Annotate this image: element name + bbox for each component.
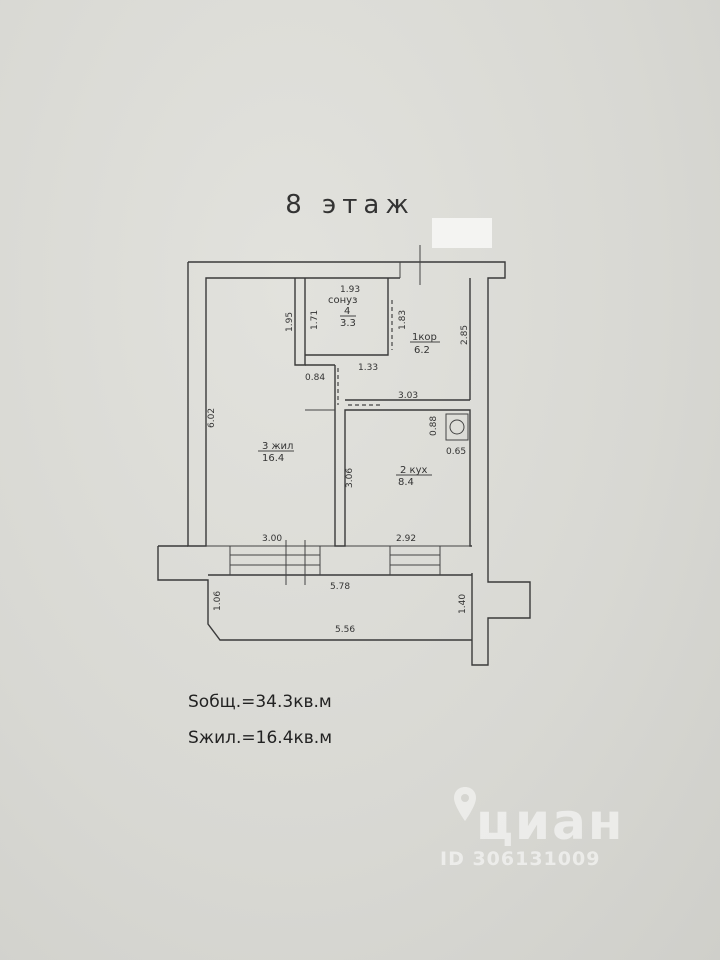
kitchen-name: 2 кух — [400, 465, 427, 476]
dim-kitchen-left: 3.06 — [345, 468, 355, 488]
floor-title: 8 этаж — [285, 190, 415, 220]
dim-kitchen-top: 3.03 — [398, 391, 418, 401]
living-name: 3 жил — [262, 441, 293, 452]
dim-bath-top: 1.93 — [340, 285, 360, 295]
dim-stove-width: 0.65 — [446, 447, 466, 457]
dim-bath-right: 1.83 — [398, 310, 408, 330]
dim-corridor-bottom: 1.33 — [358, 363, 378, 373]
dim-bath-left-inner: 1.71 — [310, 310, 320, 330]
corridor-name: 1кор — [412, 332, 437, 343]
bathroom-area: 3.3 — [340, 318, 356, 329]
living-area: 16.4 — [262, 453, 284, 464]
dim-balcony-top: 5.78 — [330, 582, 350, 592]
dim-living-height: 6.02 — [207, 408, 217, 428]
dim-stove-height: 0.88 — [429, 416, 439, 436]
redaction-block — [432, 218, 492, 248]
watermark-listing-id: ID 306131009 — [440, 848, 601, 870]
dim-balcony-right: 1.40 — [458, 594, 468, 614]
interior-walls — [294, 278, 472, 547]
living-area-text: Sжил.=16.4кв.м — [188, 728, 333, 748]
corridor-area: 6.2 — [414, 345, 430, 356]
dim-bath-left-outer: 1.95 — [285, 312, 295, 332]
kitchen-area: 8.4 — [398, 477, 414, 488]
dim-door-gap: 0.84 — [305, 373, 325, 383]
dim-balcony-bottom: 5.56 — [335, 625, 355, 635]
watermark-brand: циан — [476, 793, 625, 851]
total-area-text: Sобщ.=34.3кв.м — [188, 692, 332, 712]
bathroom-number: 4 — [344, 306, 350, 317]
dim-balcony-left: 1.06 — [213, 591, 223, 611]
exterior-walls — [157, 245, 531, 666]
location-pin-icon — [454, 787, 476, 821]
dim-living-bottom: 3.00 — [262, 534, 282, 544]
dim-corridor-right: 2.85 — [460, 325, 470, 345]
bathroom-name: сонуз — [328, 295, 357, 306]
dim-kitchen-bottom: 2.92 — [396, 534, 416, 544]
